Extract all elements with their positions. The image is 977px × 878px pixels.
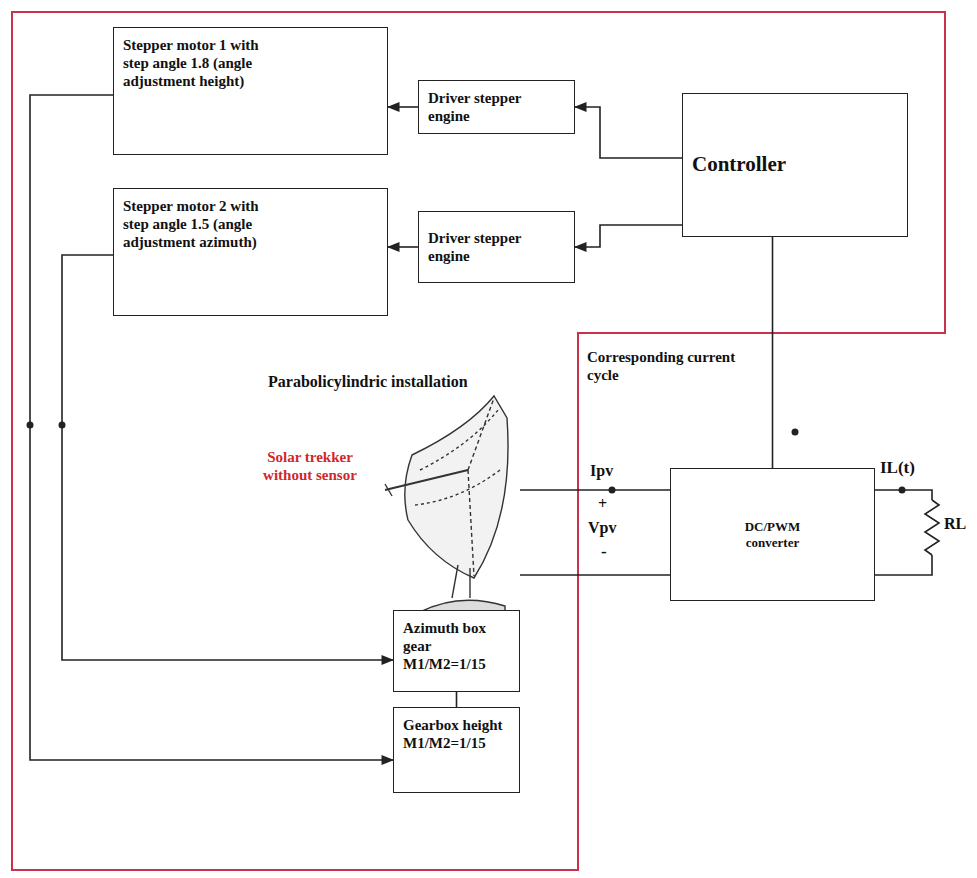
node-text: Driver stepper engine <box>428 89 550 125</box>
label-text: Vpv <box>588 518 633 537</box>
connector <box>772 237 774 468</box>
label-text: + <box>598 494 618 513</box>
connector <box>456 692 458 707</box>
node-text: DC/PWM converter <box>733 519 813 550</box>
node-text: Stepper motor 2 with step angle 1.5 (ang… <box>123 197 275 251</box>
connector <box>575 225 682 247</box>
parabolic-trough <box>385 396 508 612</box>
motor-box: Stepper motor 1 with step angle 1.8 (ang… <box>113 27 388 155</box>
node-text: Azimuth box gear M1/M2=1/15 <box>403 619 503 673</box>
connector <box>30 95 393 760</box>
gearbox: Gearbox height M1/M2=1/15 <box>393 707 520 793</box>
converter-box: DC/PWM converter <box>670 468 875 601</box>
node-text: Stepper motor 1 with step angle 1.8 (ang… <box>123 36 275 90</box>
driver-box: Driver stepper engine <box>418 80 575 134</box>
label-text: Parabolicylindric installation <box>268 372 568 391</box>
label-text: Solar trekker without sensor <box>244 448 376 484</box>
motor-box: Stepper motor 2 with step angle 1.5 (ang… <box>113 188 388 316</box>
label-text: Ipv <box>590 461 630 480</box>
gearbox: Azimuth box gear M1/M2=1/15 <box>393 610 520 692</box>
label-text: RL <box>944 514 974 533</box>
label-text: - <box>601 542 621 562</box>
connector <box>575 107 682 158</box>
controller-box: Controller <box>682 93 908 237</box>
connector <box>388 246 418 248</box>
label-text: Corresponding current cycle <box>587 348 747 384</box>
region-outline <box>12 12 945 870</box>
label-text: IL(t) <box>880 458 935 478</box>
driver-box: Driver stepper engine <box>418 211 575 283</box>
node-text: Driver stepper engine <box>428 229 550 265</box>
node-text: Gearbox height M1/M2=1/15 <box>403 716 503 752</box>
connector <box>388 106 418 108</box>
node-text: Controller <box>692 152 786 177</box>
resistor-symbol <box>925 500 939 555</box>
